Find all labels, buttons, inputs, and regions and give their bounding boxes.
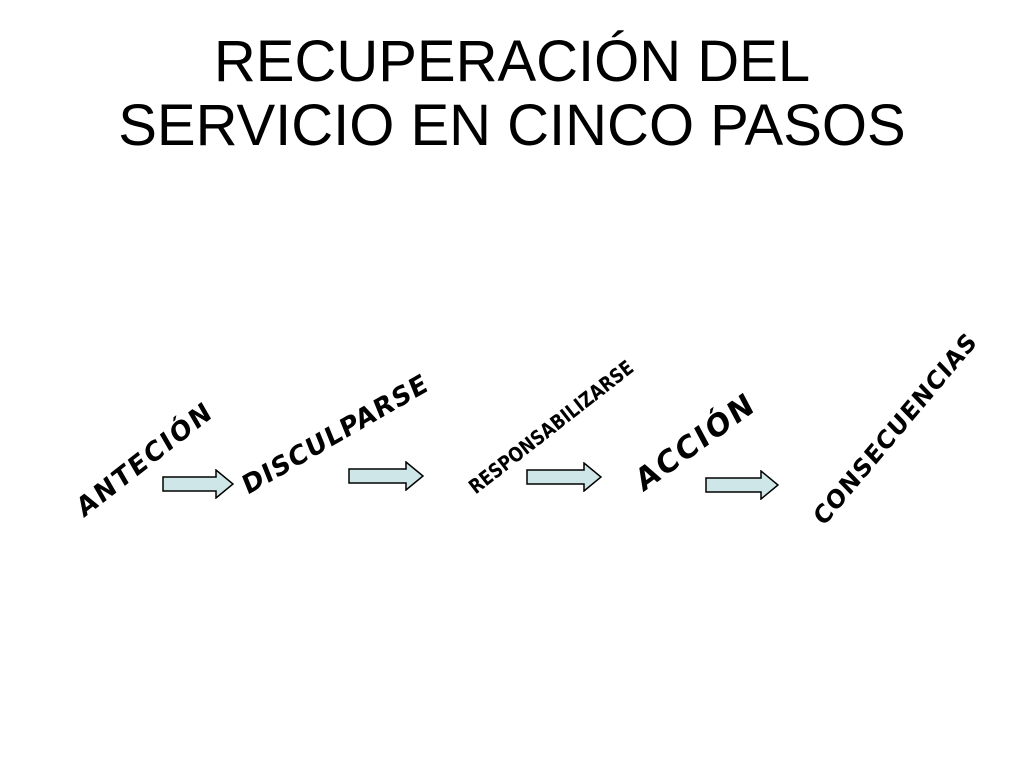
step-consecuencias: CONSECUENCIAS xyxy=(808,326,983,532)
right-arrow-icon xyxy=(705,470,779,500)
right-arrow-icon xyxy=(162,469,234,499)
title-line-1: RECUPERACIÓN DEL xyxy=(213,29,811,94)
right-arrow-icon xyxy=(348,461,424,491)
title-line-2: SERVICIO EN CINCO PASOS xyxy=(118,93,906,158)
right-arrow-icon xyxy=(526,462,602,492)
step-antecion: ANTECIÓN xyxy=(72,395,218,525)
slide-title: RECUPERACIÓN DEL SERVICIO EN CINCO PASOS xyxy=(0,30,1024,158)
